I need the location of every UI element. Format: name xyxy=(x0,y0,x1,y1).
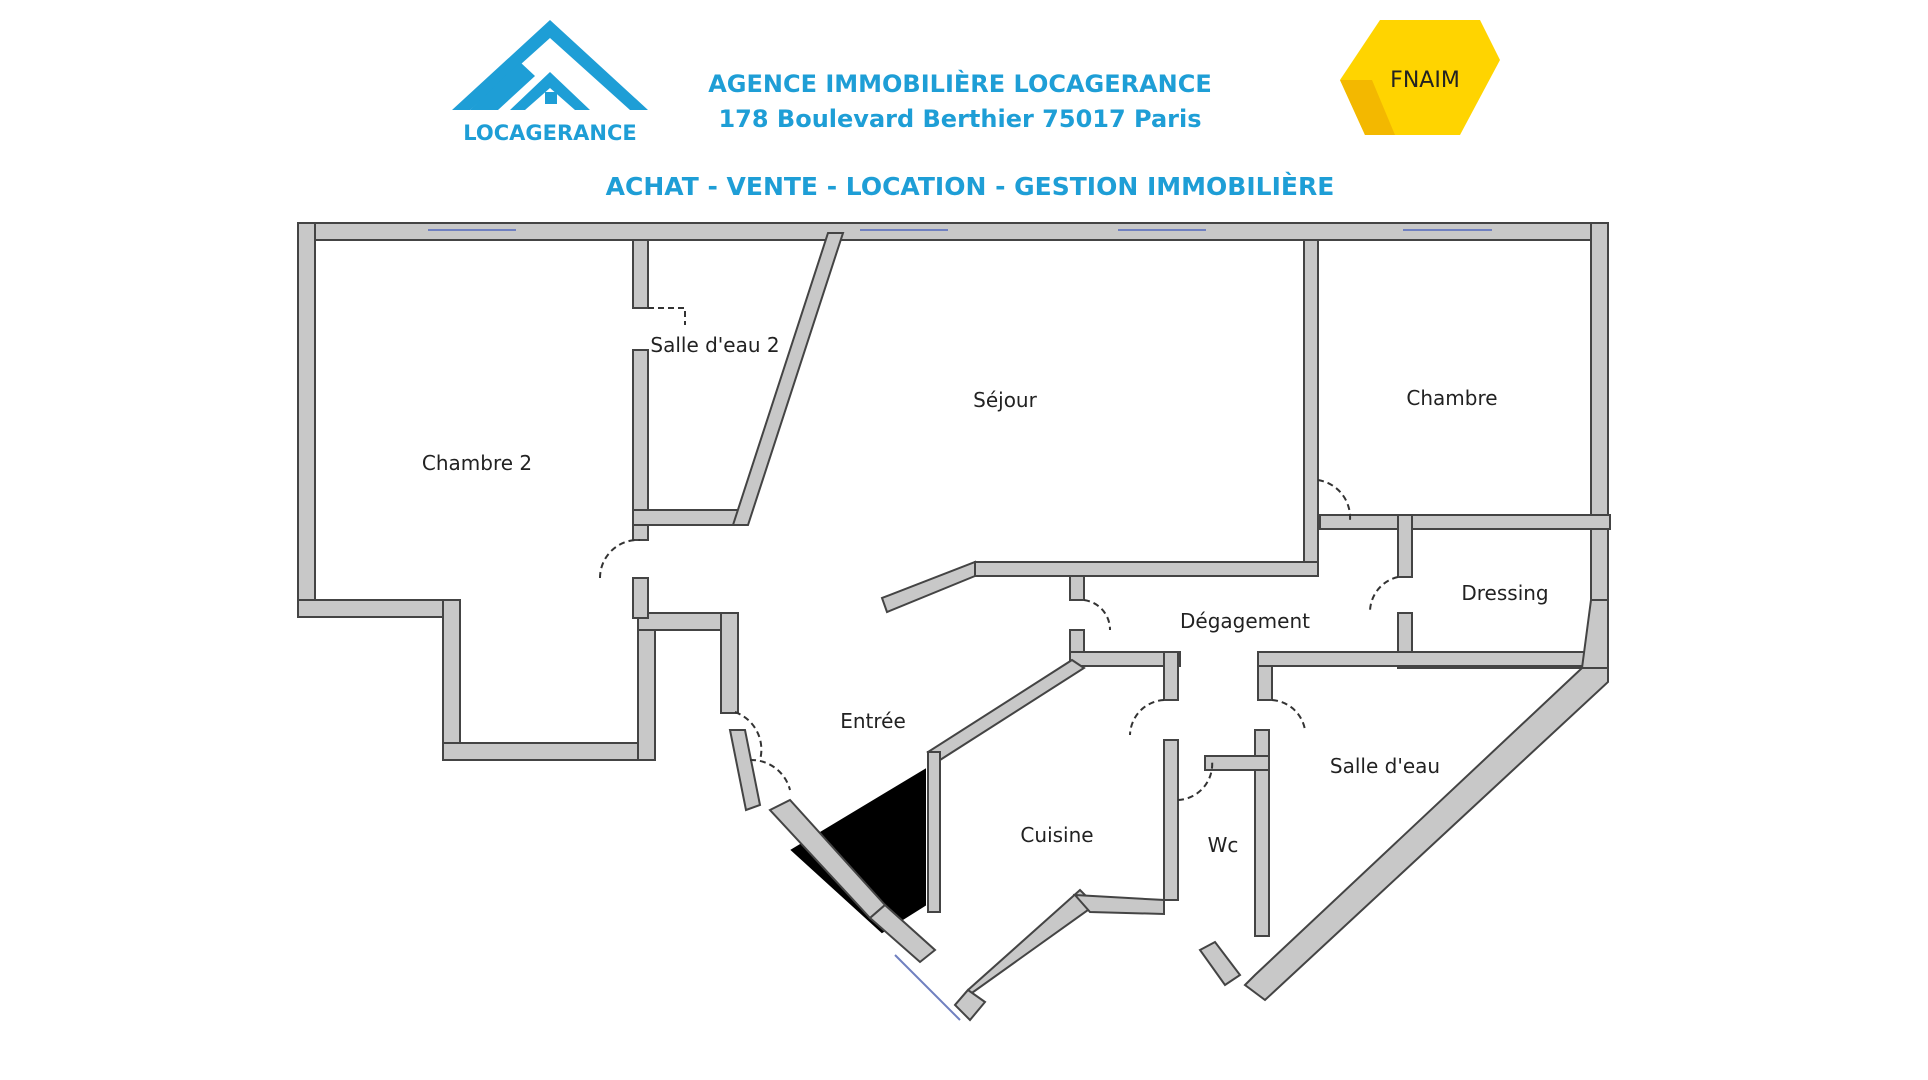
door-salle-eau-2 xyxy=(648,307,686,325)
room-labels: Chambre 2 Salle d'eau 2 Séjour Chambre D… xyxy=(422,333,1549,857)
logo-wordmark: LOCAGERANCE xyxy=(463,121,637,145)
fnaim-wordmark: FNAIM xyxy=(1390,68,1460,93)
fnaim-logo: FNAIM xyxy=(1340,20,1500,135)
windows xyxy=(428,229,1492,1021)
door-chambre-2 xyxy=(598,538,641,579)
label-sejour: Séjour xyxy=(973,388,1037,412)
label-entree: Entrée xyxy=(840,709,906,733)
door-salle-eau xyxy=(1271,699,1306,731)
label-degagement: Dégagement xyxy=(1180,609,1310,633)
door-dressing xyxy=(1368,576,1399,614)
door-sejour xyxy=(1083,599,1112,631)
locagerance-logo: LOCAGERANCE xyxy=(452,20,648,145)
label-salle-eau: Salle d'eau xyxy=(1330,754,1440,778)
label-cuisine: Cuisine xyxy=(1020,823,1093,847)
door-entree xyxy=(734,711,791,791)
door-wc xyxy=(1177,759,1214,801)
label-wc: Wc xyxy=(1208,833,1239,857)
door-chambre xyxy=(1317,479,1352,521)
label-chambre: Chambre xyxy=(1406,386,1497,410)
agency-address: 178 Boulevard Berthier 75017 Paris xyxy=(718,105,1202,133)
services-tagline: ACHAT - VENTE - LOCATION - GESTION IMMOB… xyxy=(605,172,1335,201)
label-chambre-2: Chambre 2 xyxy=(422,451,532,475)
label-dressing: Dressing xyxy=(1461,581,1548,605)
doors xyxy=(598,307,1399,801)
agency-name: AGENCE IMMOBILIÈRE LOCAGERANCE xyxy=(708,70,1212,98)
walls xyxy=(297,222,1611,1022)
door-cuisine xyxy=(1129,699,1165,736)
label-salle-eau-2: Salle d'eau 2 xyxy=(650,333,779,357)
